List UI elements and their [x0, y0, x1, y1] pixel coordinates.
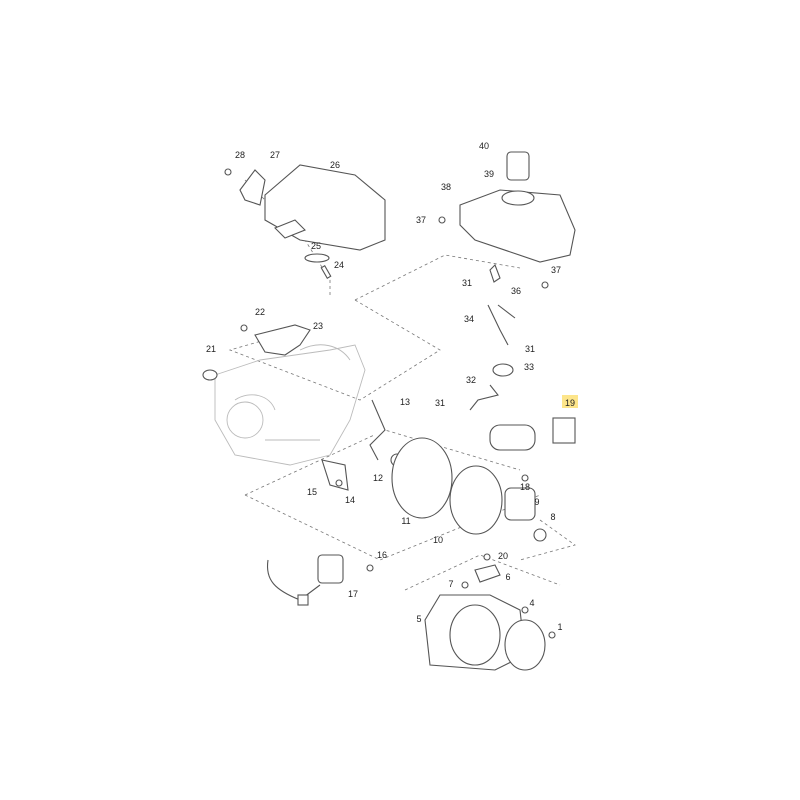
callout-40[interactable]: 40 — [479, 141, 489, 151]
heat-shield — [202, 324, 311, 381]
callout-18[interactable]: 18 — [520, 482, 530, 492]
muffler-cover — [224, 164, 386, 279]
callout-highlight — [562, 395, 578, 408]
callout-38[interactable]: 38 — [441, 182, 451, 192]
callout-32[interactable]: 32 — [466, 375, 476, 385]
callout-12[interactable]: 12 — [373, 473, 383, 483]
callout-37[interactable]: 37 — [416, 215, 426, 225]
callout-11[interactable]: 11 — [401, 516, 410, 526]
callout-7[interactable]: 7 — [448, 579, 453, 589]
ignition-coil — [266, 554, 374, 606]
callout-16[interactable]: 16 — [377, 550, 387, 560]
callout-27[interactable]: 27 — [270, 150, 280, 160]
fuel-tank — [438, 151, 576, 411]
callout-24[interactable]: 24 — [334, 260, 344, 270]
callout-36[interactable]: 36 — [511, 286, 521, 296]
callout-13[interactable]: 13 — [400, 397, 410, 407]
callout-8[interactable]: 8 — [550, 512, 555, 522]
callout-6[interactable]: 6 — [505, 572, 510, 582]
callout-21[interactable]: 21 — [206, 344, 216, 354]
callout-9[interactable]: 9 — [534, 497, 539, 507]
callout-15[interactable]: 15 — [307, 487, 317, 497]
callout-39[interactable]: 39 — [484, 169, 494, 179]
callout-5[interactable]: 5 — [416, 614, 421, 624]
callout-23[interactable]: 23 — [313, 321, 323, 331]
callout-31[interactable]: 31 — [525, 344, 535, 354]
callout-22[interactable]: 22 — [255, 307, 265, 317]
flywheel — [321, 399, 547, 542]
callout-19[interactable]: 19 — [565, 398, 575, 408]
callout-34[interactable]: 34 — [464, 314, 474, 324]
callout-31[interactable]: 31 — [462, 278, 472, 288]
callout-1[interactable]: 1 — [557, 622, 562, 632]
callout-17[interactable]: 17 — [348, 589, 358, 599]
callout-33[interactable]: 33 — [524, 362, 534, 372]
engine-block-faint — [214, 344, 366, 466]
callout-26[interactable]: 26 — [330, 160, 340, 170]
callout-31[interactable]: 31 — [435, 398, 445, 408]
callout-37[interactable]: 37 — [551, 265, 561, 275]
starter-motor — [489, 417, 576, 482]
callout-10[interactable]: 10 — [433, 535, 443, 545]
callout-14[interactable]: 14 — [345, 495, 355, 505]
callout-20[interactable]: 20 — [498, 551, 508, 561]
callout-4[interactable]: 4 — [529, 598, 534, 608]
blower-housing — [424, 553, 556, 671]
callout-28[interactable]: 28 — [235, 150, 245, 160]
callout-25[interactable]: 25 — [311, 241, 321, 251]
